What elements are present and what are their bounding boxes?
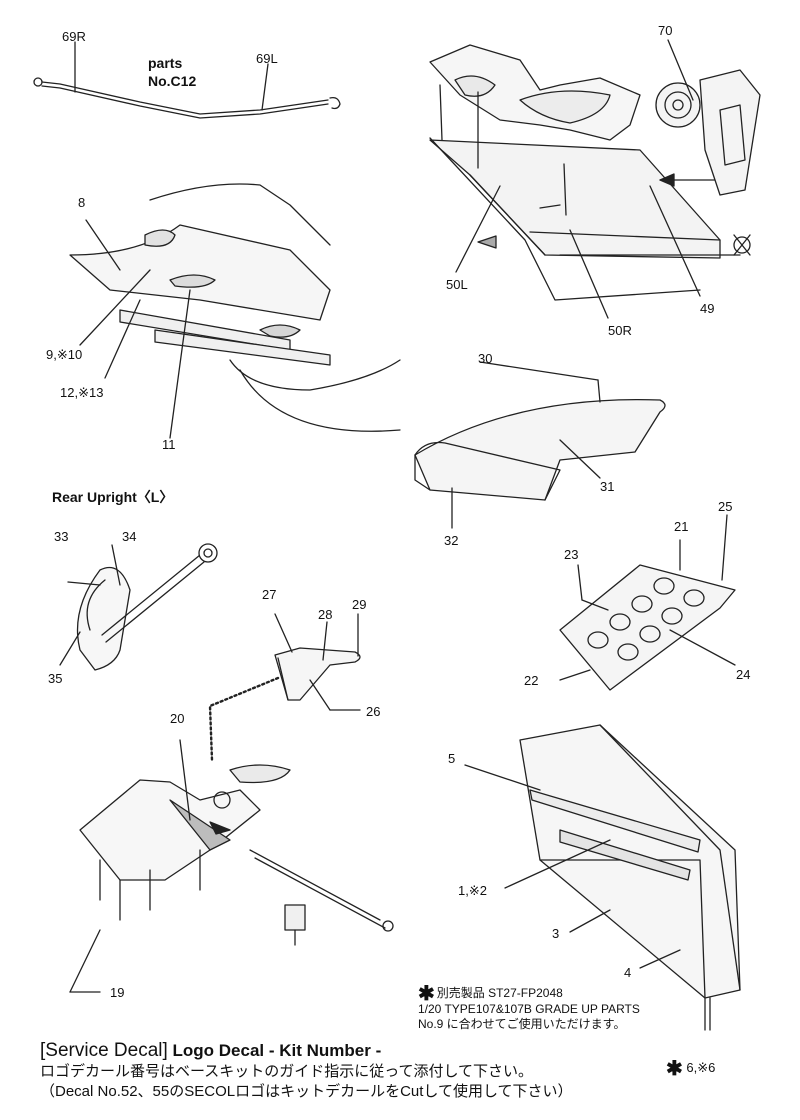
rear-upright-title: Rear Upright〈L〉 <box>52 489 174 505</box>
tray-drawing <box>559 514 736 691</box>
label-35: 35 <box>48 671 63 686</box>
label-24: 24 <box>736 667 751 682</box>
label-21: 21 <box>674 519 689 534</box>
leader-50R <box>569 229 609 319</box>
label-31: 31 <box>600 479 615 494</box>
label-22: 22 <box>524 673 539 688</box>
note-line-2: 1/20 TYPE107&107B GRADE UP PARTS <box>418 1002 640 1016</box>
label-49: 49 <box>700 301 715 316</box>
leader-49 <box>649 185 701 297</box>
label-23: 23 <box>564 547 579 562</box>
service-decal-jp-line-1: ロゴデカール番号はベースキットのガイド指示に従って添付して下さい。 <box>40 1063 534 1080</box>
label-70: 70 <box>658 23 673 38</box>
label-6: ✱ 6,※6 <box>666 1056 715 1081</box>
rear-wing-drawing <box>464 724 741 1031</box>
note-line-3: No.9 に合わせてご使用いただけます。 <box>418 1017 626 1031</box>
asterisk-icon: ✱ <box>666 1058 683 1080</box>
leader-50L <box>455 185 501 273</box>
label-6-text: 6,※6 <box>686 1060 716 1075</box>
label-parts: parts <box>148 55 183 71</box>
label-29: 29 <box>352 597 367 612</box>
note-line-1: 別売製品 ST27-FP2048 <box>436 986 563 1000</box>
label-30: 30 <box>478 351 493 366</box>
label-3: 3 <box>552 926 560 941</box>
label-19: 19 <box>110 985 125 1000</box>
part-26-29-drawing <box>208 613 361 762</box>
label-33: 33 <box>54 529 69 544</box>
gearbox-70-drawing <box>655 39 761 196</box>
label-28: 28 <box>318 607 333 622</box>
label-20: 20 <box>170 711 185 726</box>
label-50R: 50R <box>608 323 632 338</box>
service-decal-jp-line-2: （Decal No.52、55のSECOLロゴはキットデカールをCutして使用し… <box>40 1083 573 1100</box>
rod-69-drawing <box>33 41 341 119</box>
service-decal-subtitle: Logo Decal - Kit Number - <box>172 1041 382 1060</box>
label-parts-number: No.C12 <box>148 73 197 89</box>
service-decal-section: [Service Decal] Logo Decal - Kit Number … <box>40 1040 573 1102</box>
grade-up-note: ✱別売製品 ST27-FP2048 1/20 TYPE107&107B GRAD… <box>418 983 640 1032</box>
label-27: 27 <box>262 587 277 602</box>
engine-cover-drawing <box>414 361 666 529</box>
label-9: 9,※10 <box>46 347 83 362</box>
sidepod-detail-drawing <box>69 183 401 439</box>
note-asterisk-icon: ✱ <box>418 983 435 1005</box>
label-5: 5 <box>448 751 456 766</box>
label-25: 25 <box>718 499 733 514</box>
label-11: 11 <box>162 437 176 452</box>
label-32: 32 <box>444 533 459 548</box>
service-decal-bracket: [Service Decal] <box>40 1040 168 1061</box>
label-4: 4 <box>624 965 632 980</box>
label-1: 1,※2 <box>458 883 487 898</box>
label-50L: 50L <box>446 277 468 292</box>
label-69L: 69L <box>256 51 278 66</box>
rear-suspension-drawing <box>69 739 394 993</box>
label-26: 26 <box>366 704 381 719</box>
rear-upright-drawing <box>59 543 218 671</box>
label-12: 12,※13 <box>60 385 104 400</box>
floor-drawing <box>429 44 751 301</box>
label-34: 34 <box>122 529 137 544</box>
label-8: 8 <box>78 195 86 210</box>
service-decal-title: [Service Decal] Logo Decal - Kit Number … <box>40 1040 573 1062</box>
label-69R: 69R <box>62 29 86 44</box>
